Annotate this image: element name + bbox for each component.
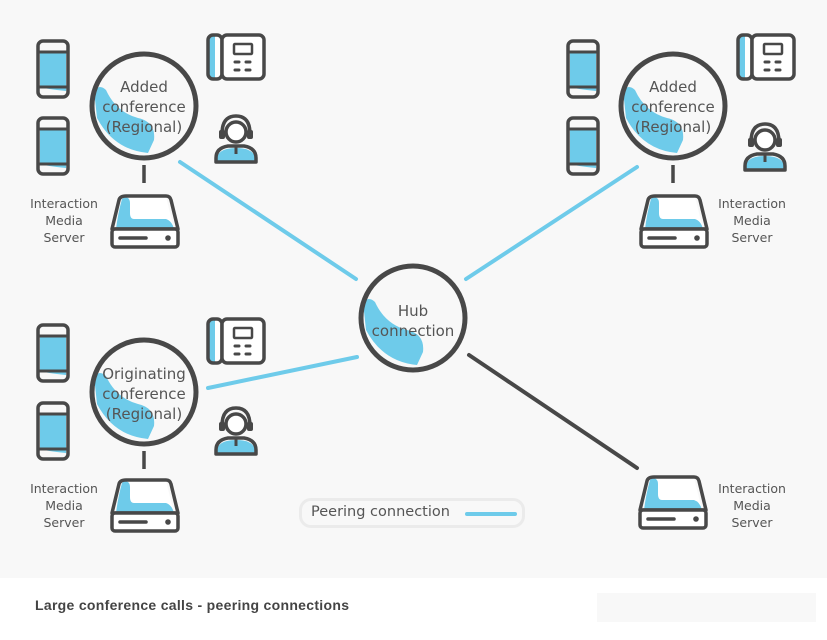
legend-peering-line-swatch	[465, 512, 517, 516]
label-line: (Regional)	[105, 405, 183, 423]
hub-label: Hub connection	[363, 301, 463, 341]
label-line: Media	[45, 498, 83, 513]
label-line: (Regional)	[634, 118, 712, 136]
label-line: conference	[631, 98, 715, 116]
cluster-top-left	[36, 33, 266, 249]
label-line: Added	[649, 78, 697, 96]
conference-label-bottom-left: Originating conference (Regional)	[94, 364, 194, 424]
mobile-phone-icon	[566, 39, 600, 99]
label-line: Media	[45, 213, 83, 228]
label-line: Media	[733, 213, 771, 228]
label-line: Server	[731, 230, 773, 245]
peering-line-top-right	[464, 165, 639, 281]
desk-phone-icon	[206, 317, 266, 365]
media-server-icon	[638, 475, 708, 530]
label-line: Originating	[102, 365, 186, 383]
server-label-bottom-left: Interaction Media Server	[24, 480, 104, 531]
mobile-phone-icon	[566, 116, 600, 176]
label-line: Hub	[397, 302, 429, 320]
label-line: Server	[43, 230, 85, 245]
label-line: Interaction	[718, 196, 786, 211]
peering-line-bottom-left	[206, 355, 359, 390]
server-label-top-right: Interaction Media Server	[712, 195, 792, 246]
caption-side-panel	[597, 593, 816, 622]
peering-line-top-left	[178, 160, 358, 281]
label-line: conference	[102, 385, 186, 403]
label-line: (Regional)	[105, 118, 183, 136]
label-line: Added	[120, 78, 168, 96]
media-server-icon	[110, 478, 180, 533]
label-line: conference	[102, 98, 186, 116]
agent-headset-icon	[214, 114, 258, 164]
label-line: Interaction	[30, 481, 98, 496]
cluster-top-right	[566, 33, 796, 249]
diagram-canvas: Added conference (Regional) Added confer…	[24, 33, 796, 533]
hub-line-bottom-right	[467, 353, 639, 470]
agent-headset-icon	[743, 122, 787, 172]
media-server-icon	[110, 194, 180, 249]
server-label-bottom-right: Interaction Media Server	[712, 480, 792, 531]
agent-headset-icon	[214, 406, 258, 456]
mobile-phone-icon	[36, 116, 70, 176]
server-label-top-left: Interaction Media Server	[24, 195, 104, 246]
mobile-phone-icon	[36, 401, 70, 461]
mobile-phone-icon	[36, 39, 70, 99]
conference-label-top-left: Added conference (Regional)	[94, 77, 194, 137]
label-line: Interaction	[30, 196, 98, 211]
label-line: Media	[733, 498, 771, 513]
cluster-bottom-left	[36, 317, 266, 533]
desk-phone-icon	[206, 33, 266, 81]
mobile-phone-icon	[36, 323, 70, 383]
legend: Peering connection	[299, 498, 525, 528]
media-server-icon	[639, 194, 709, 249]
conference-label-top-right: Added conference (Regional)	[623, 77, 723, 137]
label-line: Server	[43, 515, 85, 530]
label-line: Interaction	[718, 481, 786, 496]
label-line: Server	[731, 515, 773, 530]
label-line: connection	[371, 322, 455, 340]
legend-label: Peering connection	[311, 504, 450, 520]
figure-caption: Large conference calls - peering connect…	[35, 597, 350, 613]
desk-phone-icon	[736, 33, 796, 81]
network-diagram	[36, 33, 796, 533]
